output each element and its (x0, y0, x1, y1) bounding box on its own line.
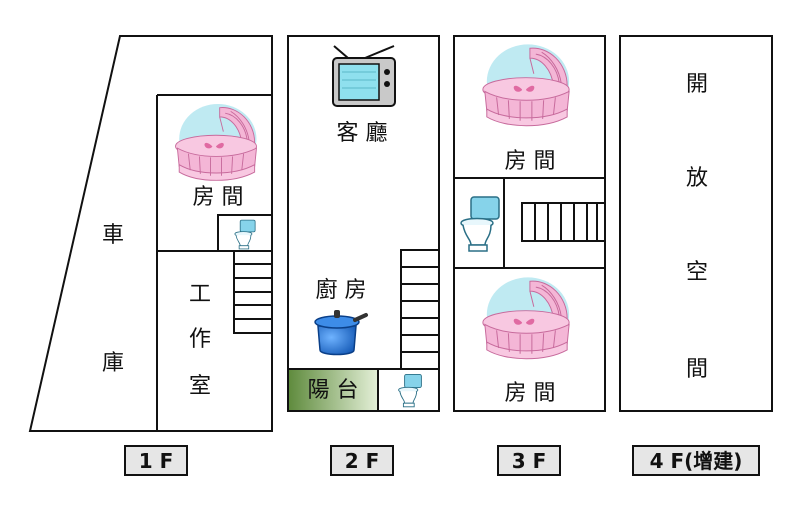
studio-label-char-3: 室 (189, 374, 211, 399)
bedroom-top-label: 房 間 (505, 149, 556, 174)
open-space-label-char-4: 間 (686, 357, 708, 382)
tv-icon (332, 45, 396, 107)
living-room-label: 客 廳 (337, 121, 388, 146)
floor-3f: 房 間 房 間 (453, 35, 606, 412)
studio-label-char-1: 工 (189, 282, 211, 307)
garage-label-char-1: 車 (102, 223, 124, 248)
floor-tag-3f: 3 F (497, 445, 561, 476)
stairs-icon (400, 249, 440, 370)
floor-tag-1f: 1 F (124, 445, 188, 476)
kitchen-label: 廚 房 (316, 278, 367, 303)
bedroom-bottom-label: 房 間 (505, 381, 556, 406)
floor-1f: 房 間 車 庫 工 作 室 (28, 35, 273, 432)
stairs-icon (521, 202, 606, 242)
floor-tag-4f: 4 F(增建) (632, 445, 760, 476)
open-space-label-char-3: 空 (686, 260, 708, 285)
open-space-label-char-1: 開 (686, 72, 708, 97)
floor-4f-outline (619, 35, 773, 412)
cooking-pot-icon (314, 310, 368, 356)
stairs-icon (233, 250, 273, 334)
floor-2f: 客 廳 廚 房 陽 台 (287, 35, 440, 412)
svg-text:2 F: 2 F (345, 449, 380, 473)
garage-label-char-2: 庫 (102, 351, 124, 376)
open-space-label-char-2: 放 (686, 166, 708, 191)
balcony-label: 陽 台 (308, 378, 359, 403)
studio-label-char-2: 作 (189, 327, 211, 352)
svg-text:3 F: 3 F (512, 449, 547, 473)
floor-tag-2f: 2 F (330, 445, 394, 476)
floor-4f: 開 放 空 間 (619, 35, 773, 412)
svg-text:1 F: 1 F (139, 449, 174, 473)
svg-text:4 F(增建): 4 F(增建) (650, 449, 743, 473)
bedroom-label: 房 間 (193, 185, 244, 210)
